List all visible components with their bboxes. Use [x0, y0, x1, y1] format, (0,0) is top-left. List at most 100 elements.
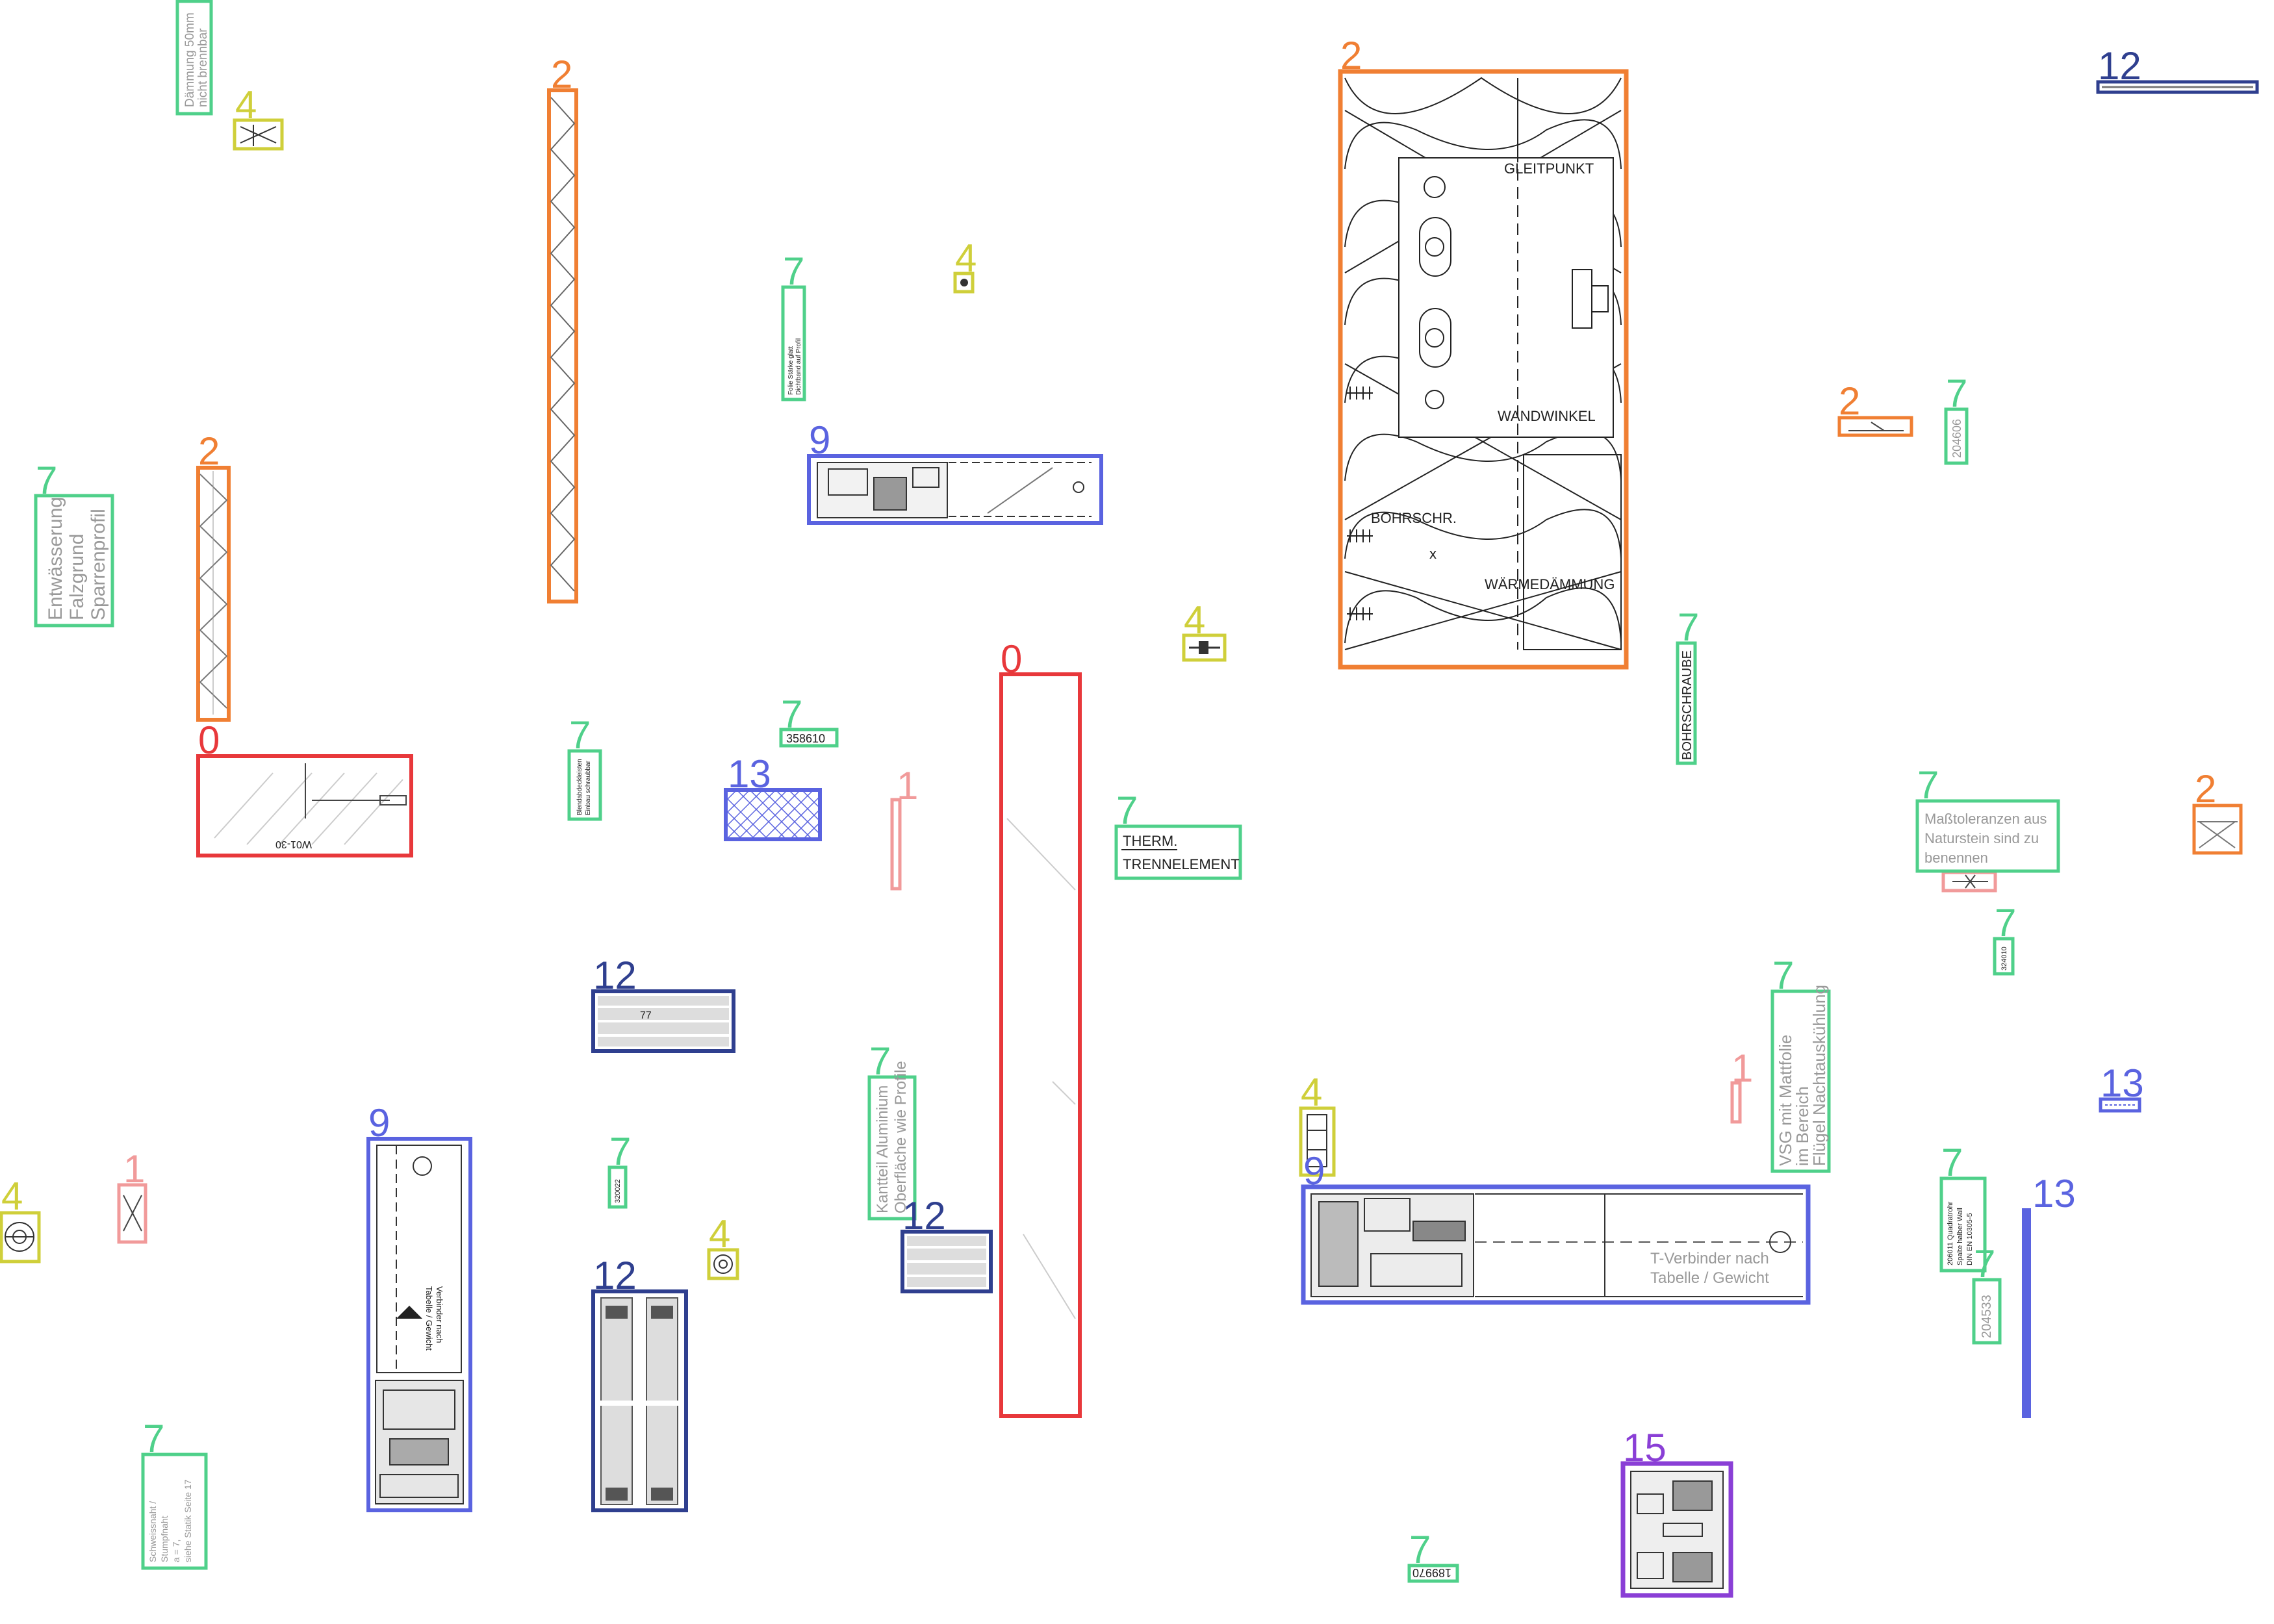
- wandwinkel-text: WANDWINKEL: [1498, 408, 1596, 424]
- class-7-box-320022: 320022 7: [607, 1130, 631, 1209]
- n189970-text: 189970: [1412, 1566, 1451, 1579]
- class-1-box-d: [1941, 870, 1997, 893]
- w20-label: W01-30: [275, 839, 312, 850]
- schweiss-line2: Stumpfnaht: [159, 1516, 170, 1562]
- n324010-text: 324010: [2000, 946, 2008, 971]
- q-line3: DIN EN 10305-5: [1966, 1213, 1974, 1265]
- schweiss-line1: Schweissnaht /: [147, 1501, 158, 1562]
- kantteil-line2: Oberfläche wie Profile: [892, 1061, 910, 1213]
- class-7-box-therm: THERM. TRENNELEMENT 7: [1114, 789, 1242, 880]
- class-7-label: 7: [1995, 901, 2016, 945]
- kantteil-line1: Kantteil Aluminium: [874, 1085, 891, 1213]
- waermedaemmung-text: WÄRMEDÄMMUNG: [1485, 576, 1615, 592]
- class-12-label: 12: [902, 1194, 946, 1237]
- class-15-label: 15: [1623, 1426, 1667, 1469]
- massto-line2: Naturstein sind zu: [1924, 830, 2039, 846]
- class-7-box-204533: 204533 7: [1972, 1242, 2002, 1345]
- class-7-label: 7: [1946, 372, 1967, 415]
- class-7-box-schweissnaht: Schweissnaht / Stumpfnaht a = 7, siehe S…: [141, 1417, 208, 1570]
- class-2-label: 2: [1839, 379, 1860, 423]
- class-2-box-wall-bracket-detail: GLEITPUNKT WANDWINKEL BOHRSCHR. x WÄRMED…: [1338, 34, 1629, 670]
- verbinder-line1: Verbinder nach: [435, 1286, 444, 1343]
- class-7-box-vsg: VSG mit Mattfolie im Bereich Flügel Nach…: [1770, 954, 1831, 1173]
- class-7-label: 7: [143, 1417, 164, 1460]
- class-1-label: 1: [1731, 1047, 1753, 1090]
- class-7-label: 7: [36, 459, 57, 502]
- class-1-box-c: 1: [1730, 1047, 1753, 1124]
- daemmung-line2: nicht brennbar: [196, 28, 210, 107]
- class-4-label: 4: [709, 1212, 730, 1256]
- class-2-box-tall-insulation: 2: [547, 53, 578, 603]
- class-1-box-a: 1: [890, 764, 918, 891]
- class-4-label: 4: [955, 236, 977, 280]
- class-7-box-profil-vertical: Folie Stärke glatt Dichtband auf Profil …: [781, 249, 806, 401]
- class-7-label: 7: [869, 1039, 891, 1083]
- class-7-label: 7: [1772, 954, 1794, 997]
- vsg-line2: im Bereich: [1793, 1086, 1812, 1166]
- class-7-box-bohrschraube: BOHRSCHRAUBE 7: [1676, 605, 1699, 765]
- class-7-box-204606: 204606 7: [1944, 372, 1969, 465]
- n204533-text: 204533: [1980, 1295, 1994, 1338]
- class-4-label: 4: [1301, 1071, 1322, 1114]
- pv-line1: Folie Stärke glatt: [787, 346, 795, 395]
- class-0-box-tall-profile: 0: [999, 637, 1082, 1418]
- class-7-label: 7: [783, 249, 804, 293]
- class-9-box-vertical-section: Verbinder nach Tabelle / Gewicht 9: [366, 1101, 472, 1512]
- class-7-box-entwaesserung: Entwässerung Falzgrund Sparrenprofil 7: [34, 459, 114, 628]
- class-0-label: 0: [198, 718, 220, 762]
- class-9-box-horizontal-section-a: 9: [807, 418, 1103, 525]
- entw-line3: Sparrenprofil: [88, 509, 109, 620]
- schweiss-line3: a = 7,: [171, 1540, 181, 1562]
- vsg-line3: Flügel Nachtauskühlung: [1809, 985, 1829, 1166]
- class-15-box-profile-detail: 15: [1620, 1426, 1733, 1598]
- class-13-label: 13: [2101, 1061, 2144, 1105]
- class-7-label: 7: [1974, 1242, 1995, 1286]
- class-7-label: 7: [1409, 1528, 1431, 1571]
- class-2-label: 2: [551, 53, 572, 96]
- class-12-box-plate-a: 77 12: [591, 954, 735, 1053]
- class-7-label: 7: [1116, 789, 1138, 832]
- class-2-box-small-a: 2: [1837, 379, 1913, 437]
- class-9-label: 9: [809, 418, 830, 462]
- class-7-label: 7: [1678, 605, 1699, 649]
- class-7-label: 7: [1917, 763, 1939, 807]
- verbinder-line2: Tabelle / Gewicht: [424, 1286, 434, 1351]
- therm-line1: THERM.: [1123, 833, 1177, 849]
- class-7-box-324010: 324010 7: [1993, 901, 2016, 976]
- class-9-label: 9: [1303, 1149, 1325, 1193]
- class-7-label: 7: [609, 1130, 631, 1173]
- class-7-box-189970: 189970 7: [1407, 1528, 1459, 1583]
- class-12-label: 12: [593, 954, 637, 997]
- class-2-label: 2: [2195, 767, 2216, 811]
- class-9-label: 9: [368, 1101, 390, 1145]
- class-1-label: 1: [897, 764, 918, 807]
- class-13-label: 13: [2032, 1172, 2076, 1215]
- x-mark-text: x: [1429, 546, 1437, 562]
- massto-line1: Maßtoleranzen aus: [1924, 811, 2047, 827]
- schweiss-line4: siehe Statik Seite 17: [183, 1479, 193, 1562]
- class-2-label: 2: [198, 429, 220, 473]
- class-7-box-daemmung: Dämmung 50mm nicht brennbar: [175, 0, 213, 116]
- class-0-label: 0: [1001, 637, 1022, 681]
- class-2-box-left-insulation: 2: [196, 429, 231, 722]
- class-12-box-plate-b: 12: [901, 1194, 993, 1293]
- class-4-box-e: 4: [0, 1174, 41, 1263]
- pv-line2: Dichtband auf Profil: [795, 338, 802, 395]
- q-line2: Spalte halber Wall: [1956, 1208, 1964, 1265]
- bohrschraube-text: BOHRSCHRAUBE: [1680, 650, 1694, 760]
- class-12-label: 12: [593, 1254, 637, 1297]
- gleitpunkt-text: GLEITPUNKT: [1504, 160, 1594, 177]
- n320022-text: 320022: [614, 1179, 622, 1203]
- daemmung-line1: Dämmung 50mm: [183, 12, 197, 107]
- class-2-box-small-b: 2: [2192, 767, 2243, 855]
- bl-line2: Einbau schraubbar: [585, 760, 592, 815]
- class-7-box-blend: Blendabdeckleisten Einbau schraubbar 7: [567, 713, 602, 821]
- tverb-line2: Tabelle / Gewicht: [1650, 1269, 1769, 1287]
- class-2-label: 2: [1340, 34, 1362, 77]
- tverb-line1: T-Verbinder nach: [1650, 1250, 1769, 1267]
- class-4-box-b: 4: [953, 236, 977, 294]
- class-4-box-d: 4: [1299, 1071, 1336, 1177]
- entw-line2: Falzgrund: [66, 534, 88, 620]
- class-7-label: 7: [569, 713, 591, 757]
- class-13-box-hatched: 13: [724, 752, 822, 841]
